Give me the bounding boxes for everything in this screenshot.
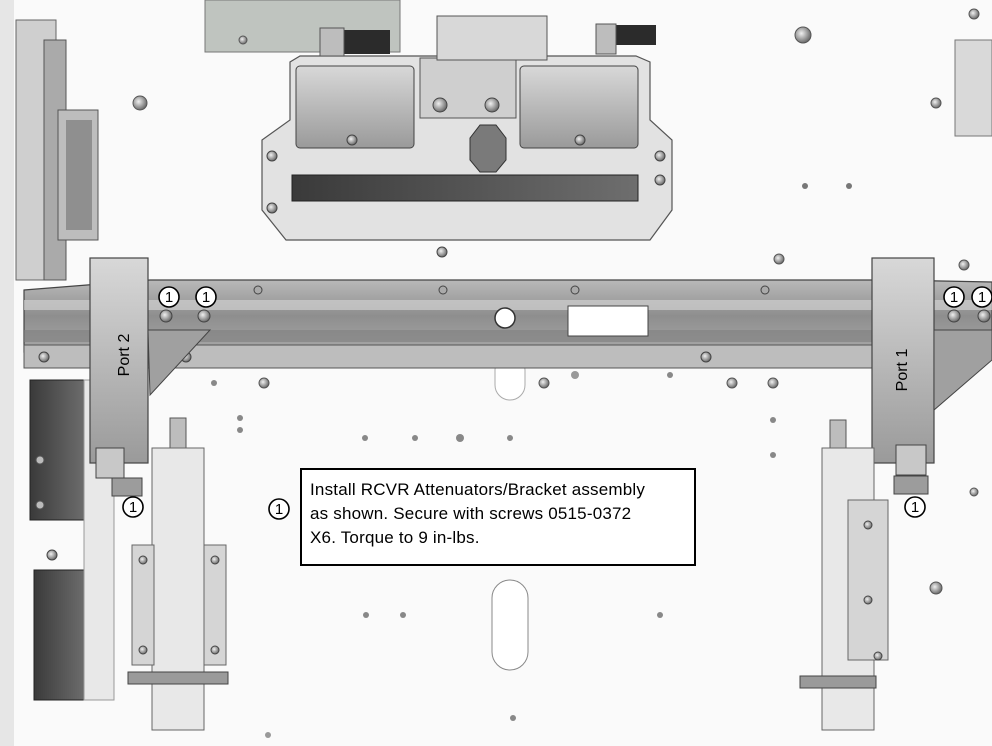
chassis-left-edge xyxy=(0,0,14,746)
right-lower-assembly xyxy=(799,419,889,731)
svg-text:1: 1 xyxy=(129,499,137,516)
svg-text:1: 1 xyxy=(202,289,210,306)
bracket-bar xyxy=(23,279,992,369)
port2-label: Port 2 xyxy=(116,334,133,377)
svg-text:1: 1 xyxy=(165,289,173,306)
port1-label: Port 1 xyxy=(894,349,911,392)
port2-attenuator xyxy=(89,257,212,497)
svg-text:1: 1 xyxy=(978,289,986,306)
svg-text:1: 1 xyxy=(275,501,283,518)
floor-screws xyxy=(132,8,980,738)
instruction-line-1: Install RCVR Attenuators/Bracket assembl… xyxy=(310,480,646,499)
top-center-module xyxy=(261,15,673,258)
callout-marker-note: 1 xyxy=(268,498,290,520)
slot-lower xyxy=(491,579,529,671)
left-lower-assembly xyxy=(127,417,229,731)
callout-marker-m5: 1 xyxy=(122,496,144,518)
left-board-assembly xyxy=(15,19,115,701)
svg-text:1: 1 xyxy=(911,499,919,516)
callout-marker-m2: 1 xyxy=(195,286,217,308)
callout-marker-m1: 1 xyxy=(158,286,180,308)
port1-attenuator xyxy=(871,257,992,495)
instruction-line-2: as shown. Secure with screws 0515-0372 xyxy=(310,504,632,523)
callout-marker-m3: 1 xyxy=(943,286,965,308)
instruction-line-3: X6. Torque to 9 in-lbs. xyxy=(310,528,480,547)
svg-text:1: 1 xyxy=(950,289,958,306)
right-top-block xyxy=(954,39,992,137)
callout-marker-m4: 1 xyxy=(971,286,992,308)
instruction-callout: Install RCVR Attenuators/Bracket assembl… xyxy=(300,468,696,566)
callout-marker-m6: 1 xyxy=(904,496,926,518)
